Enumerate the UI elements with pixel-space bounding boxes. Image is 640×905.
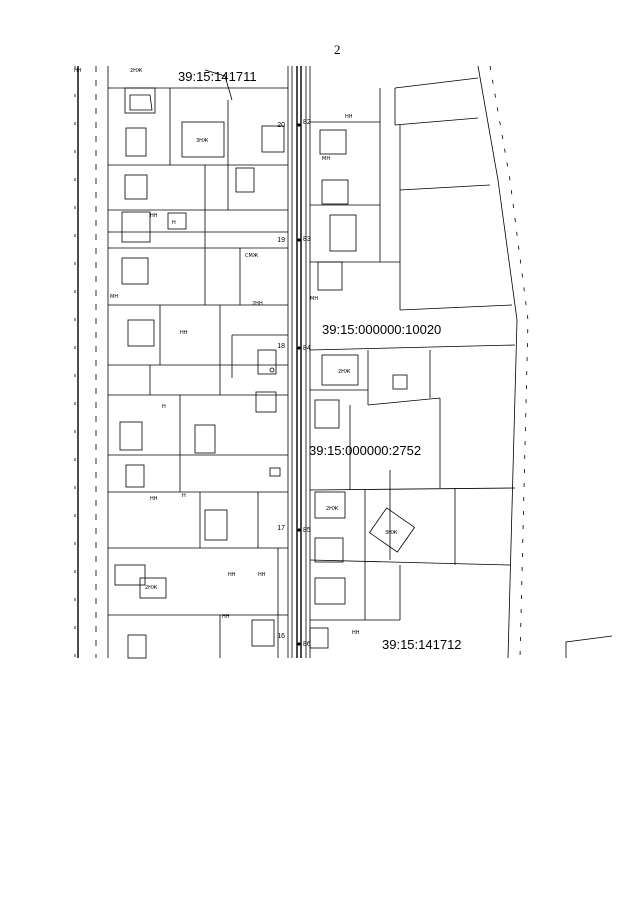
point-label: 85: [303, 527, 311, 534]
building-tag: 2НН: [252, 301, 263, 307]
point-label: 17: [277, 525, 285, 532]
building-tag: МН: [322, 156, 330, 162]
building-tag: 2НЖ: [145, 585, 158, 591]
building-tag: 2НЖ: [130, 68, 143, 74]
building-tag: НН: [180, 330, 188, 336]
building-tag: НН: [258, 572, 266, 578]
building-tag: НН: [222, 614, 230, 620]
parcel-label-b: 39:15:000000:2752: [309, 443, 421, 458]
block-label-south: 39:15:141712: [382, 637, 462, 652]
building-tag: Н: [162, 404, 166, 410]
point-label: 84: [303, 345, 311, 352]
block-label-north: 39:15:141711: [178, 69, 257, 84]
point-label: 20: [277, 122, 285, 129]
point-label: 18: [277, 343, 285, 350]
building-tag: 2НЖ: [326, 506, 339, 512]
point-label: 19: [277, 237, 285, 244]
building-tag: НН: [352, 630, 360, 636]
building-tag: СМЖ: [245, 253, 259, 259]
parcel-label-a: 39:15:000000:10020: [322, 322, 441, 337]
point-label: 83: [303, 236, 311, 243]
building-tag: НН: [228, 572, 236, 578]
building-tag: Н: [182, 493, 186, 499]
point-label: 16: [277, 633, 285, 640]
building-tag: Н: [172, 220, 176, 226]
building-tag: МН: [110, 294, 118, 300]
building-tag: НН: [345, 114, 353, 120]
building-tag: 3НЖ: [385, 530, 398, 536]
building-tag: 2НЖ: [338, 369, 351, 375]
building-tag: НН: [74, 68, 82, 74]
building-tag: НН: [150, 213, 158, 219]
point-label: 86: [303, 641, 311, 648]
building-tag: 3НЖ: [196, 138, 209, 144]
point-label: 82: [303, 119, 311, 126]
page-number: 2: [334, 42, 341, 57]
building-tag: МН: [310, 296, 318, 302]
building-tag: НН: [150, 496, 158, 502]
